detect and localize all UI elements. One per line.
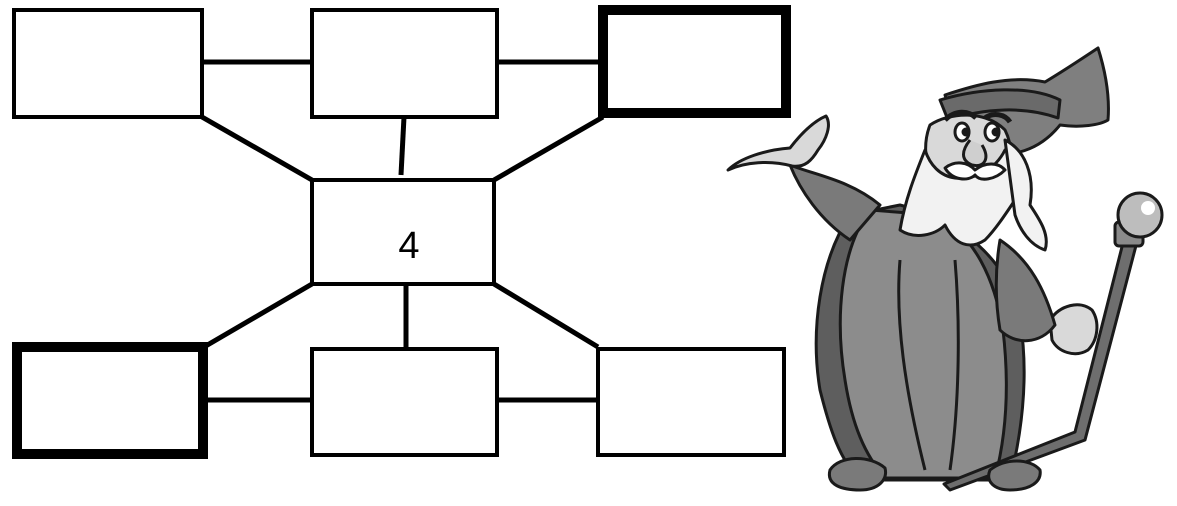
wizard-left-shoe <box>829 458 885 490</box>
wizard-right-pupil <box>993 129 999 135</box>
center-box-group: 4 <box>312 180 494 284</box>
box-top-middle <box>312 10 497 117</box>
wizard-right-shoe <box>989 461 1041 490</box>
connector-top-right-to-center <box>494 117 603 180</box>
connector-top-middle-to-center <box>401 117 404 175</box>
box-bottom-left <box>17 347 203 454</box>
box-bottom-right <box>598 349 784 455</box>
wizard-staff-orb <box>1118 193 1162 237</box>
center-box-label: 4 <box>398 225 419 267</box>
box-top-right <box>603 10 786 113</box>
connector-top-left-to-center <box>202 117 312 180</box>
wizard-right-hand <box>1050 305 1097 354</box>
wizard-staff-orb-highlight <box>1141 201 1155 215</box>
connector-center-to-bottom-right <box>494 284 598 347</box>
connector-center-to-bottom-left <box>204 284 312 347</box>
wizard-left-hand <box>728 116 828 170</box>
wizard-left-pupil <box>963 129 969 135</box>
wizard-hair <box>1005 140 1046 250</box>
wizard-illustration <box>728 48 1162 490</box>
box-top-left <box>14 10 202 117</box>
wizard-right-sleeve <box>996 240 1055 341</box>
box-bottom-middle <box>312 349 497 455</box>
